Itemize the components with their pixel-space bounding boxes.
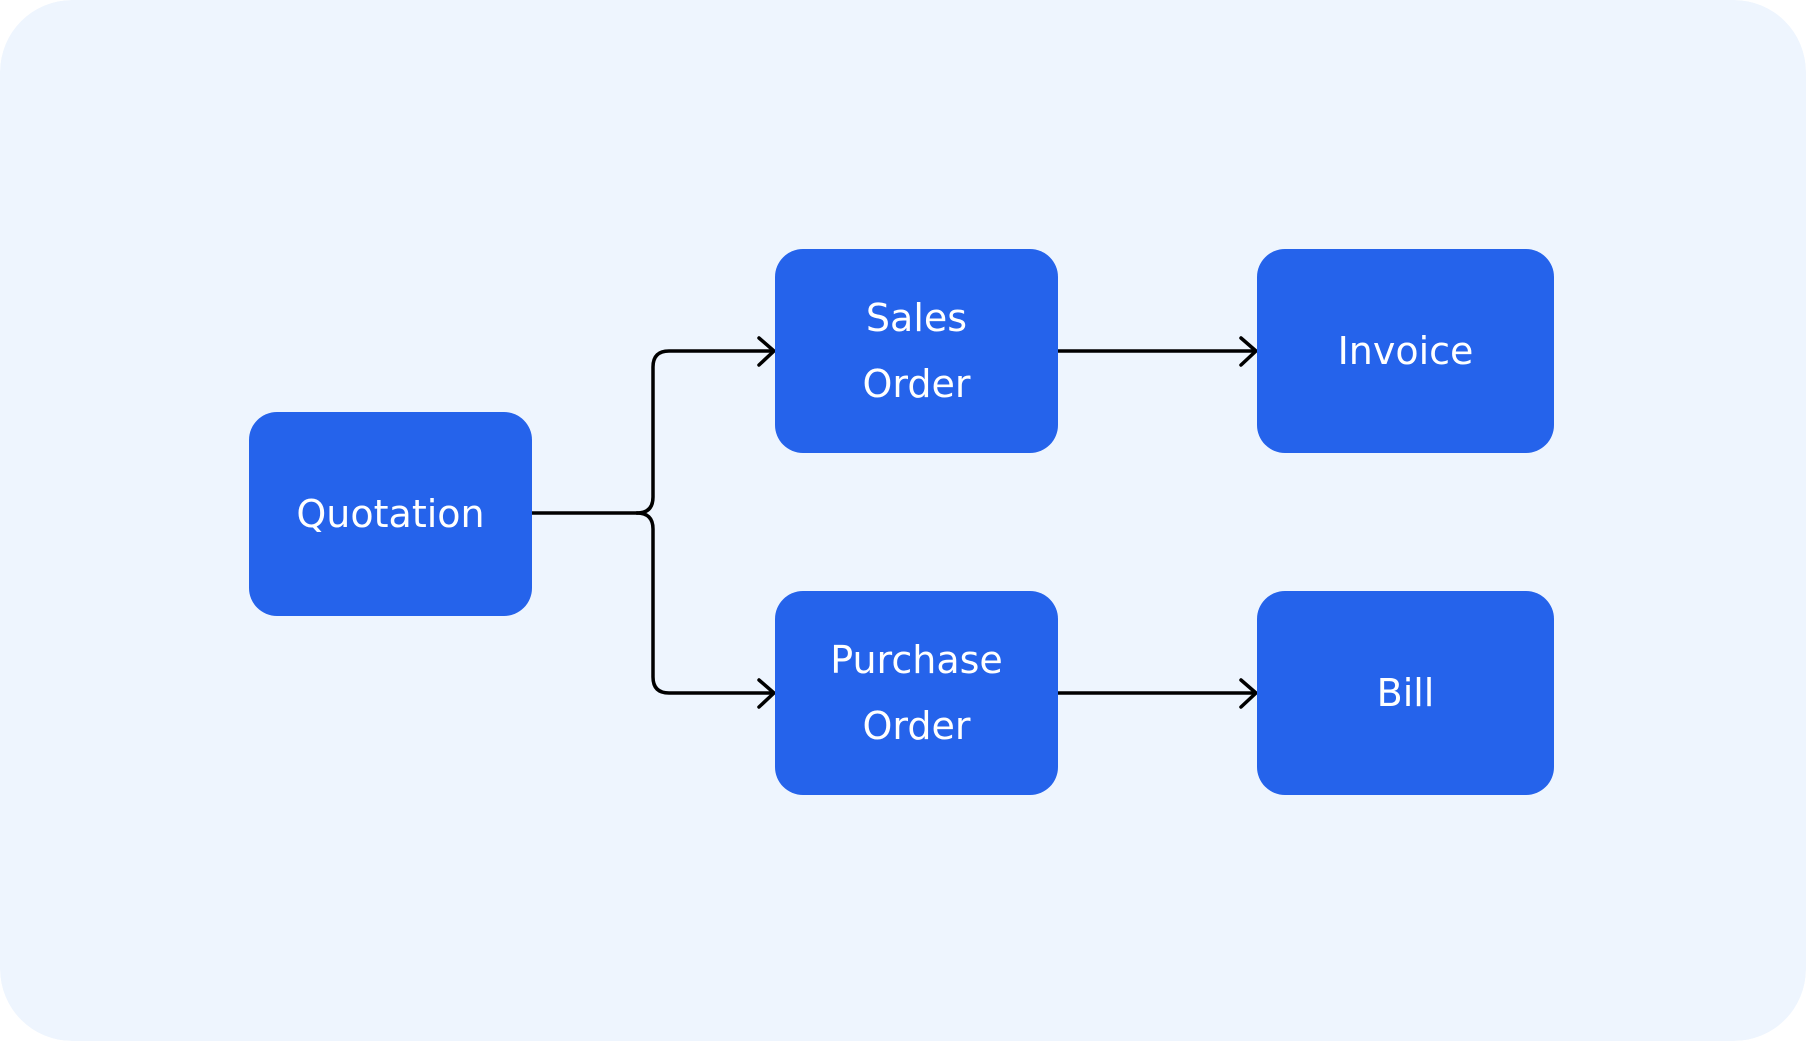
node-purchase-order[interactable]: Purchase Order [775, 591, 1058, 795]
connector-quotation-to-purchase-order [635, 511, 774, 695]
arrowhead-sales-order [757, 336, 776, 367]
node-purchase-order-label: Purchase Order [830, 638, 1003, 748]
node-invoice[interactable]: Invoice [1257, 249, 1554, 453]
node-bill-label: Bill [1376, 671, 1435, 715]
node-sales-order[interactable]: Sales Order [775, 249, 1058, 453]
node-quotation[interactable]: Quotation [249, 412, 532, 616]
arrowhead-bill [1239, 678, 1258, 709]
connector-quotation-to-sales-order [635, 349, 774, 515]
arrowhead-purchase-order [757, 678, 776, 709]
node-invoice-label: Invoice [1337, 329, 1474, 373]
arrowhead-invoice [1239, 336, 1258, 367]
node-quotation-label: Quotation [296, 492, 485, 536]
node-bill[interactable]: Bill [1257, 591, 1554, 795]
node-sales-order-label: Sales Order [862, 296, 971, 406]
